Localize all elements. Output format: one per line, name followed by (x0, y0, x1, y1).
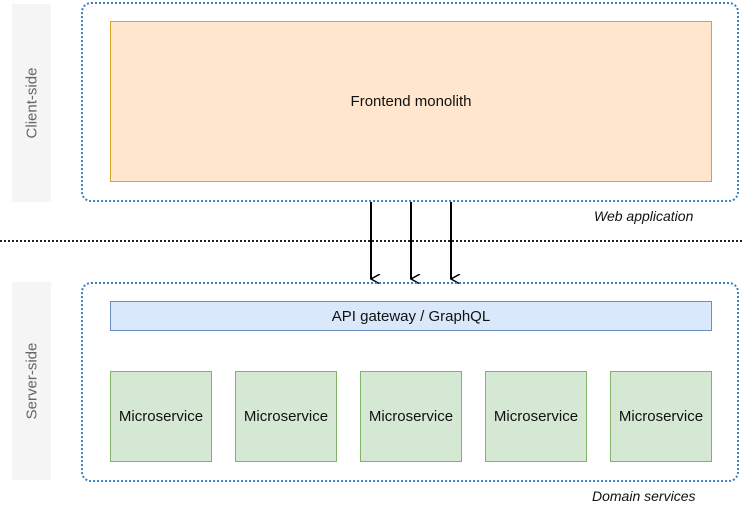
microservice-box: Microservice (610, 371, 712, 462)
microservice-box: Microservice (360, 371, 462, 462)
web-application-group (81, 2, 739, 202)
frontend-monolith-box: Frontend monolith (110, 21, 712, 182)
microservice-box: Microservice (485, 371, 587, 462)
microservice-box: Microservice (235, 371, 337, 462)
domain-services-caption: Domain services (592, 488, 696, 504)
microservice-box: Microservice (110, 371, 212, 462)
server-side-lane: Server-side (12, 282, 51, 480)
api-gateway-box: API gateway / GraphQL (110, 301, 712, 331)
server-side-label: Server-side (23, 342, 40, 420)
web-application-caption: Web application (594, 208, 694, 224)
client-side-lane: Client-side (12, 4, 51, 202)
domain-services-group (81, 282, 739, 482)
